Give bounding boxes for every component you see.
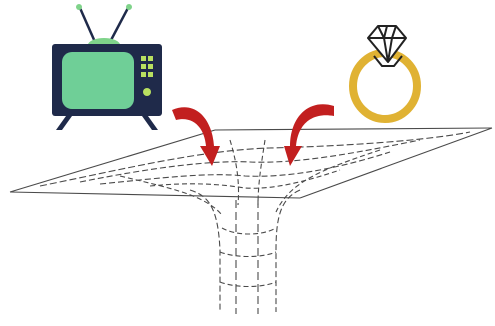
tv-antenna-tip-right <box>126 4 132 10</box>
tv-knob-4 <box>148 64 153 69</box>
funnel-throat-left <box>190 190 220 312</box>
funnel-contour-4 <box>150 170 340 188</box>
funnel-plane-front-edge <box>10 192 300 198</box>
tv-antenna-left <box>80 8 95 42</box>
tv-knob-6 <box>148 72 153 77</box>
tv-antenna-right <box>110 8 128 42</box>
diamond-ring-icon <box>353 26 417 119</box>
tv-leg-right <box>142 116 158 130</box>
funnel-rib-4 <box>258 140 265 205</box>
funnel-contour-2 <box>80 140 420 182</box>
arrow-left-shaft <box>172 107 220 166</box>
tv-knob-2 <box>148 56 153 61</box>
tv-leg-left <box>56 116 72 130</box>
funnel-plane-back-edge <box>215 128 492 130</box>
funnel-contour-3 <box>100 152 390 184</box>
funnel-tube-ring-3 <box>222 228 276 234</box>
tv-screen <box>62 52 134 109</box>
curved-arrow-icon <box>172 107 220 166</box>
tv-knob-3 <box>141 64 146 69</box>
tv-knob-1 <box>141 56 146 61</box>
funnel-throat-right <box>276 190 300 312</box>
funnel-plane-right-edge <box>300 128 492 198</box>
funnel <box>10 128 492 314</box>
tv-icon <box>52 4 162 130</box>
tv-dial <box>143 88 151 96</box>
funnel-tube-ring-2 <box>220 282 276 287</box>
funnel-tube-ring-1 <box>220 252 276 257</box>
ring-band <box>353 53 417 119</box>
tv-knob-5 <box>141 72 146 77</box>
tv-antenna-tip-left <box>76 4 82 10</box>
